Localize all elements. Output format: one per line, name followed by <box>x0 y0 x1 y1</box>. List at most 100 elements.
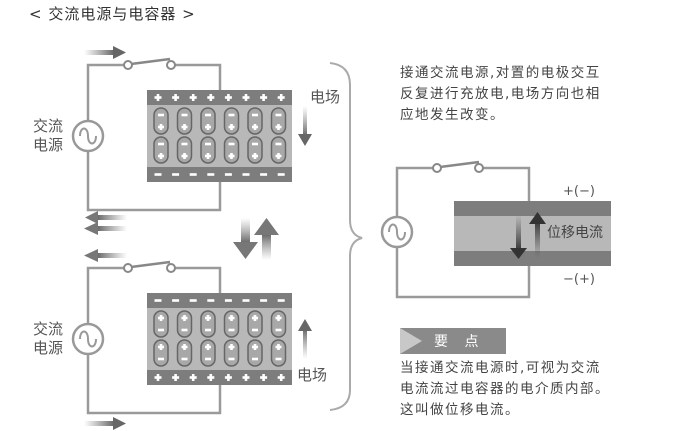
flow-arrow-right-head <box>113 417 126 430</box>
sign-mark <box>183 153 186 159</box>
key-point-text: 当接通交流电源时,可视为交流电流流过电容器的电介质内部。这叫做位移电流。 <box>400 360 610 418</box>
sine-wave-icon <box>79 127 97 145</box>
wire <box>171 266 222 293</box>
displacement-current-label: 位移电流 <box>547 225 603 241</box>
sign-mark <box>191 94 195 101</box>
dipole <box>176 310 193 338</box>
sign-mark <box>252 142 258 146</box>
sign-mark <box>279 94 283 101</box>
sign-mark <box>154 173 162 176</box>
wire <box>171 63 222 90</box>
flow-arrow-left <box>97 215 127 220</box>
dipole <box>223 310 240 338</box>
sign-mark <box>277 173 285 176</box>
sine-wave-icon <box>79 330 97 348</box>
sign-mark <box>252 113 258 117</box>
sign-mark <box>159 344 163 350</box>
sign-mark <box>244 374 248 381</box>
sign-mark <box>260 173 268 176</box>
dipole <box>223 339 240 367</box>
alternation-arrows <box>233 218 279 260</box>
sign-mark <box>205 142 211 146</box>
wire <box>395 166 531 299</box>
capacitor <box>147 293 292 385</box>
sign-mark <box>224 173 232 176</box>
flow-arrow-left <box>97 253 127 258</box>
dipole <box>270 136 287 164</box>
sign-mark <box>275 113 282 117</box>
wire <box>479 166 531 201</box>
displacement-arrow-up <box>535 220 540 258</box>
sign-mark <box>205 357 211 361</box>
sign-mark <box>159 315 163 321</box>
sign-mark <box>242 173 250 176</box>
sign-mark <box>181 142 188 146</box>
dipole <box>200 339 216 367</box>
sign-mark <box>206 315 210 321</box>
flow-arrow-left <box>97 226 127 231</box>
flow-arrow-left-head <box>85 211 98 224</box>
top-circuit <box>71 46 312 224</box>
dipole <box>176 136 193 164</box>
sign-mark <box>253 315 257 321</box>
sign-mark <box>206 153 210 159</box>
dipole <box>247 339 263 367</box>
dipole <box>270 339 287 367</box>
sign-mark <box>230 153 233 159</box>
dipole <box>247 310 263 338</box>
sign-mark <box>156 94 160 101</box>
dipole <box>153 310 169 338</box>
sign-mark <box>209 374 213 381</box>
field-arrow-down <box>303 106 307 136</box>
sign-mark <box>158 328 164 332</box>
dipole <box>153 136 169 164</box>
switch-terminal <box>123 60 133 70</box>
sign-mark <box>205 113 211 117</box>
sign-mark <box>189 173 197 176</box>
sign-mark <box>183 344 186 350</box>
dipole <box>176 107 193 135</box>
sign-mark <box>181 113 188 117</box>
sign-mark <box>172 173 180 176</box>
sign-mark <box>206 344 210 350</box>
dipole <box>270 107 287 135</box>
sign-mark <box>277 124 280 130</box>
sign-mark <box>277 344 280 350</box>
bottom-plate <box>147 370 292 385</box>
sign-mark <box>228 113 235 117</box>
dipole <box>223 107 240 135</box>
switch-terminal <box>432 163 442 173</box>
sign-mark <box>260 299 268 302</box>
dipole <box>270 310 287 338</box>
sign-mark <box>189 299 197 302</box>
key-point-banner: 要 点 <box>400 328 506 354</box>
sign-mark <box>206 124 210 130</box>
top-plate <box>147 293 292 308</box>
sign-mark <box>277 153 280 159</box>
dipole <box>247 107 263 135</box>
sign-mark <box>154 299 162 302</box>
flow-arrow-right-head <box>113 46 126 59</box>
sign-mark <box>228 357 235 361</box>
sign-mark <box>181 357 188 361</box>
field-arrow-up <box>303 329 307 359</box>
switch-lever <box>130 57 171 66</box>
sign-mark <box>224 299 232 302</box>
capacitor-top-plate <box>454 201 611 216</box>
displacement-arrow-down <box>516 215 521 251</box>
sign-mark <box>158 357 164 361</box>
sign-mark <box>277 299 285 302</box>
sign-mark <box>183 315 186 321</box>
sign-mark <box>227 374 230 381</box>
description: 接通交流电源,对置的电极交互反复进行充放电,电场方向也相应地发生改变。 <box>400 65 601 123</box>
triangle-icon <box>400 328 422 354</box>
field-arrow-down-head <box>298 134 312 146</box>
switch-terminal <box>166 60 176 70</box>
curly-brace <box>329 62 363 411</box>
right-circuit <box>380 160 611 299</box>
dipole <box>223 136 240 164</box>
top-plate <box>147 90 292 105</box>
dipole <box>200 310 216 338</box>
flow-arrow-right <box>84 50 114 55</box>
sign-mark <box>159 124 163 130</box>
